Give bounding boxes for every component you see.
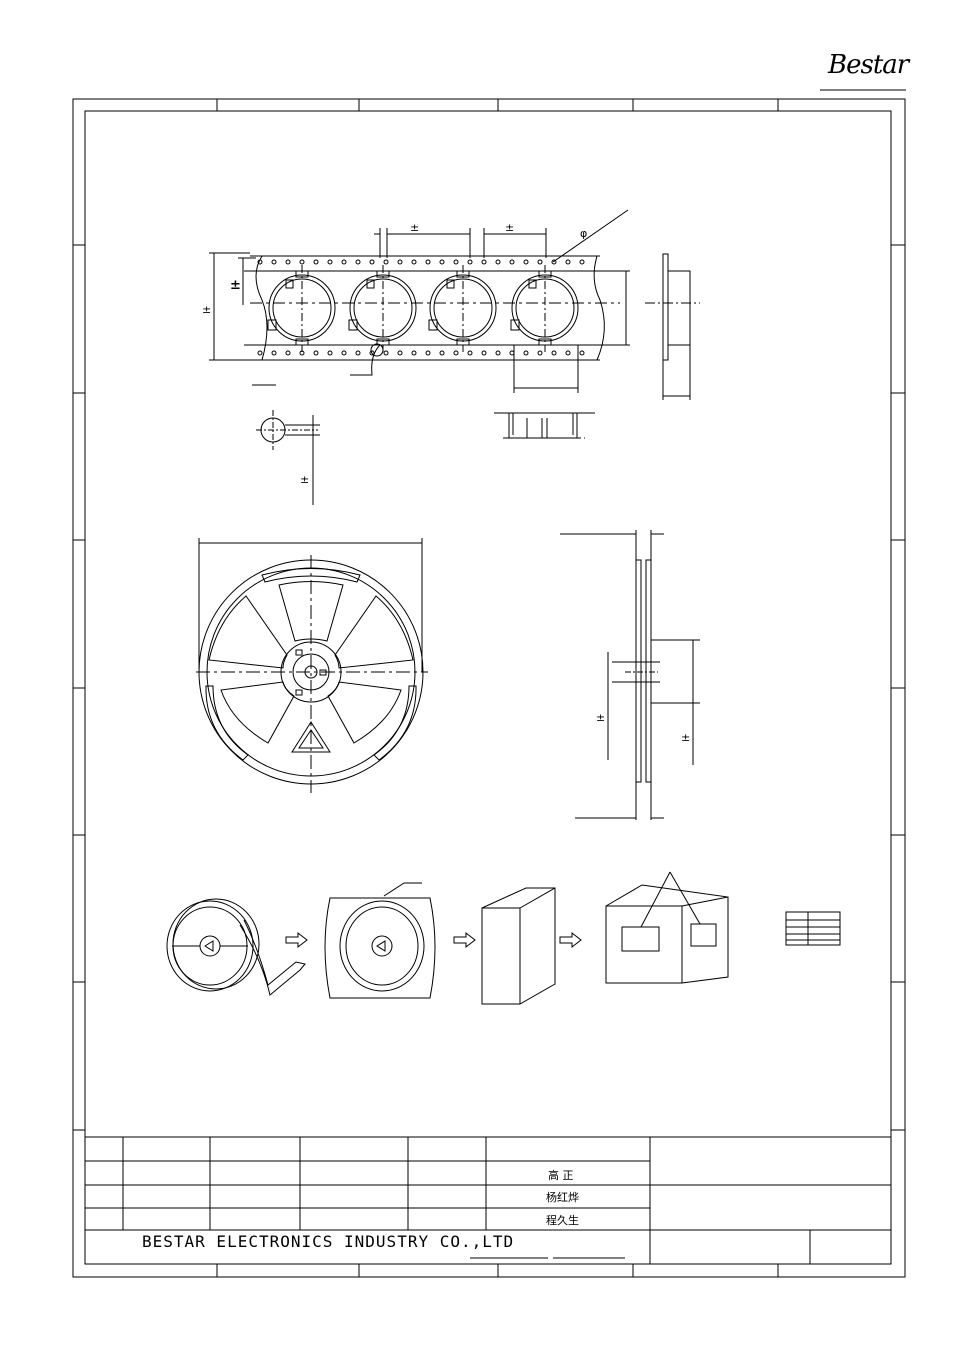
signature-checked: 高 正 [548, 1169, 574, 1182]
signature-approved: 程久生 [546, 1214, 579, 1227]
signature-reviewed: 杨红烨 [546, 1191, 579, 1204]
tolerance-mark-5: ± [300, 473, 310, 486]
reel-side-view [560, 530, 700, 820]
packaging-carton [605, 871, 729, 984]
packaging-reel-in-bag [324, 882, 436, 999]
carrier-tape-side-view [645, 253, 700, 400]
packaging-inner-box [481, 887, 556, 1005]
reel-front-view [196, 538, 428, 793]
packaging-reel-1 [166, 898, 306, 996]
company-name: BESTAR ELECTRONICS INDUSTRY CO.,LTD [142, 1232, 515, 1251]
title-block-lines [85, 1136, 891, 1264]
tolerance-mark-7: ± [681, 731, 691, 744]
tolerance-mark-3: ± [230, 278, 241, 293]
carrier-tape-top-view [209, 209, 630, 393]
logo-text: Bestar [828, 50, 909, 80]
diameter-mark: φ [580, 227, 588, 240]
sprocket-holes-bottom [257, 350, 585, 356]
flow-arrow-2 [453, 931, 476, 949]
frame-ticks [73, 99, 905, 1277]
tolerance-mark-2: ± [505, 221, 515, 234]
hole-detail [252, 384, 320, 505]
bestar-logo: Bestar [820, 48, 909, 92]
logo-underline [820, 89, 906, 91]
label-table [785, 911, 841, 946]
tolerance-mark-1: ± [410, 221, 420, 234]
flow-arrow-3 [559, 931, 582, 949]
tolerance-mark-4: ± [202, 303, 212, 316]
flow-arrow-1 [285, 931, 308, 949]
pocket-section-view [494, 412, 595, 439]
packaging-flow [166, 871, 841, 1005]
sprocket-holes-top [257, 259, 585, 265]
outer-frame [72, 98, 906, 1278]
tolerance-mark-6: ± [596, 711, 606, 724]
